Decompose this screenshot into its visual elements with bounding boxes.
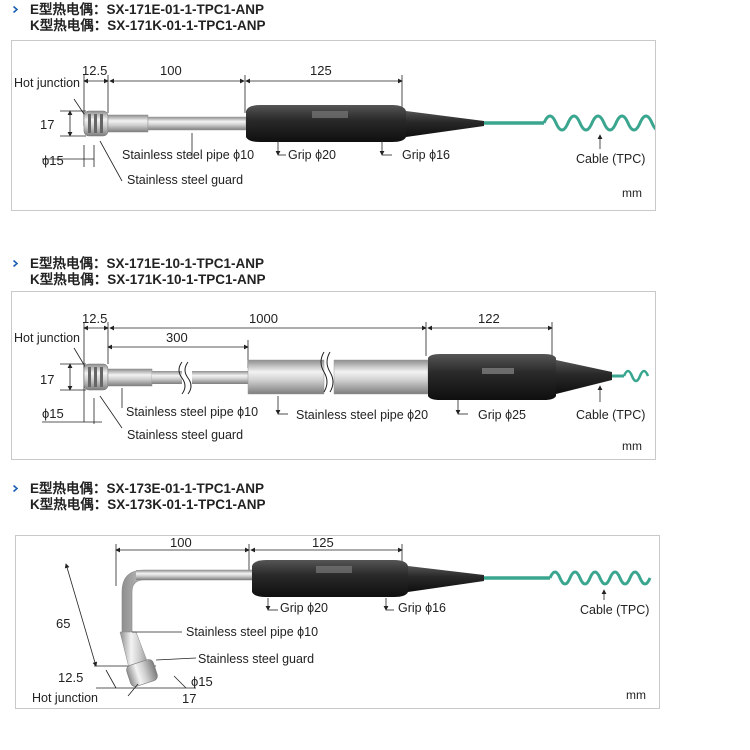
label-hot-junction: Hot junction — [14, 331, 80, 345]
section-3-title-e: E型热电偶：SX-173E-01-1-TPC1-ANP — [30, 481, 265, 496]
label-grip-1: Grip ϕ20 — [288, 148, 336, 162]
diagram-3: 100 125 65 12.5 17 ϕ15 Grip ϕ20 Grip ϕ16… — [32, 536, 652, 706]
label-guard: Stainless steel guard — [127, 428, 243, 442]
label-cable: Cable (TPC) — [580, 603, 649, 617]
diagram-panel-1: 12.5 100 125 17 ϕ15 Hot junction Stainle… — [11, 40, 656, 211]
dim-vertical: 65 — [56, 616, 70, 631]
label-unit: mm — [622, 186, 642, 200]
probe-2 — [83, 351, 650, 400]
section-3-title-k: K型热电偶：SX-173K-01-1-TPC1-ANP — [30, 497, 266, 512]
dim-tip: 12.5 — [82, 63, 107, 78]
dim-grip: 125 — [310, 63, 332, 78]
dim-height: 17 — [40, 117, 54, 132]
label-pipe: Stainless steel pipe ϕ10 — [186, 625, 318, 639]
section-1-title-k: K型热电偶：SX-171K-01-1-TPC1-ANP — [30, 18, 266, 33]
label-guard: Stainless steel guard — [198, 652, 314, 666]
label-grip: Grip ϕ25 — [478, 408, 526, 422]
label-pipe: Stainless steel pipe ϕ10 — [122, 148, 254, 162]
label-unit: mm — [622, 439, 642, 453]
label-hot-junction: Hot junction — [14, 76, 80, 90]
diagram-1: 12.5 100 125 17 ϕ15 Hot junction Stainle… — [14, 63, 655, 200]
diagram-panel-3: 100 125 65 12.5 17 ϕ15 Grip ϕ20 Grip ϕ16… — [15, 535, 660, 709]
diagram-2: 12.5 300 1000 122 17 ϕ15 Hot junction St — [14, 311, 650, 453]
section-3-header: E型热电偶：SX-173E-01-1-TPC1-ANP K型热电偶：SX-173… — [12, 481, 266, 513]
label-guard: Stainless steel guard — [127, 173, 243, 187]
label-pipe-20: Stainless steel pipe ϕ20 — [296, 408, 428, 422]
section-2-header: E型热电偶：SX-171E-10-1-TPC1-ANP K型热电偶：SX-171… — [12, 256, 266, 288]
chevron-right-icon — [12, 6, 19, 13]
label-grip-2: Grip ϕ16 — [398, 601, 446, 615]
label-pipe-10: Stainless steel pipe ϕ10 — [126, 405, 258, 419]
dim-grip: 125 — [312, 536, 334, 550]
dim-height: 17 — [40, 372, 54, 387]
dim-pipe: 100 — [170, 536, 192, 550]
label-unit: mm — [626, 688, 646, 702]
label-hot-junction: Hot junction — [32, 691, 98, 705]
dim-pipe-thin: 300 — [166, 330, 188, 345]
chevron-right-icon — [12, 485, 19, 492]
probe-1 — [83, 105, 655, 142]
diagram-panel-2: 12.5 300 1000 122 17 ϕ15 Hot junction St — [11, 291, 656, 460]
section-2-title-e: E型热电偶：SX-171E-10-1-TPC1-ANP — [30, 256, 265, 271]
dim-tip: 12.5 — [82, 311, 107, 326]
label-cable: Cable (TPC) — [576, 152, 645, 166]
probe-3 — [119, 560, 652, 687]
dim-tip: 12.5 — [58, 670, 83, 685]
label-cable: Cable (TPC) — [576, 408, 645, 422]
section-1-title-e: E型热电偶：SX-171E-01-1-TPC1-ANP — [30, 2, 265, 17]
dim-diameter: ϕ15 — [42, 153, 64, 168]
dim-grip: 122 — [478, 311, 500, 326]
label-grip-1: Grip ϕ20 — [280, 601, 328, 615]
dim-pipe-total: 1000 — [249, 311, 278, 326]
dim-diameter: ϕ15 — [42, 406, 64, 421]
label-grip-2: Grip ϕ16 — [402, 148, 450, 162]
dim-diameter: ϕ15 — [191, 674, 213, 689]
dim-height: 17 — [182, 691, 196, 706]
section-2-title-k: K型热电偶：SX-171K-10-1-TPC1-ANP — [30, 272, 266, 287]
dim-pipe: 100 — [160, 63, 182, 78]
section-1-header: E型热电偶：SX-171E-01-1-TPC1-ANP K型热电偶：SX-171… — [12, 2, 266, 34]
chevron-right-icon — [12, 260, 19, 267]
